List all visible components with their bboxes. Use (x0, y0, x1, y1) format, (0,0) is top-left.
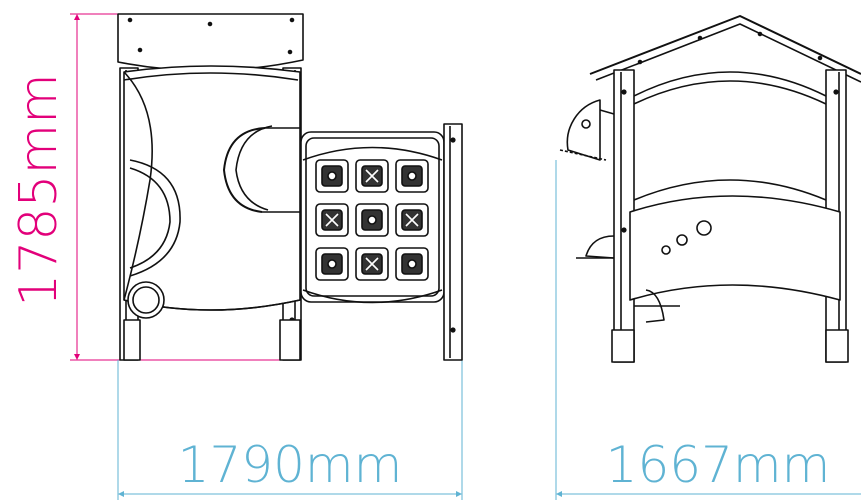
front-side-opening (129, 159, 181, 277)
front-wall (123, 65, 301, 311)
height-label: 1785mm (9, 73, 69, 307)
side-handle-right (645, 289, 665, 323)
side-view (559, 15, 861, 363)
height-dimension (70, 13, 280, 361)
side-steering-wheel (566, 99, 601, 161)
side-lower-panel (629, 195, 841, 301)
width-label: 1790mm (178, 436, 403, 494)
side-arch-bottom (633, 179, 827, 201)
depth-label: 1667mm (606, 436, 831, 494)
front-post-right-panel (443, 123, 463, 361)
side-handle-left (585, 235, 615, 259)
depth-dimension (555, 160, 861, 500)
front-view (117, 13, 463, 361)
front-porthole (223, 127, 266, 213)
front-tile-grid (315, 159, 429, 281)
side-roof (589, 15, 861, 75)
